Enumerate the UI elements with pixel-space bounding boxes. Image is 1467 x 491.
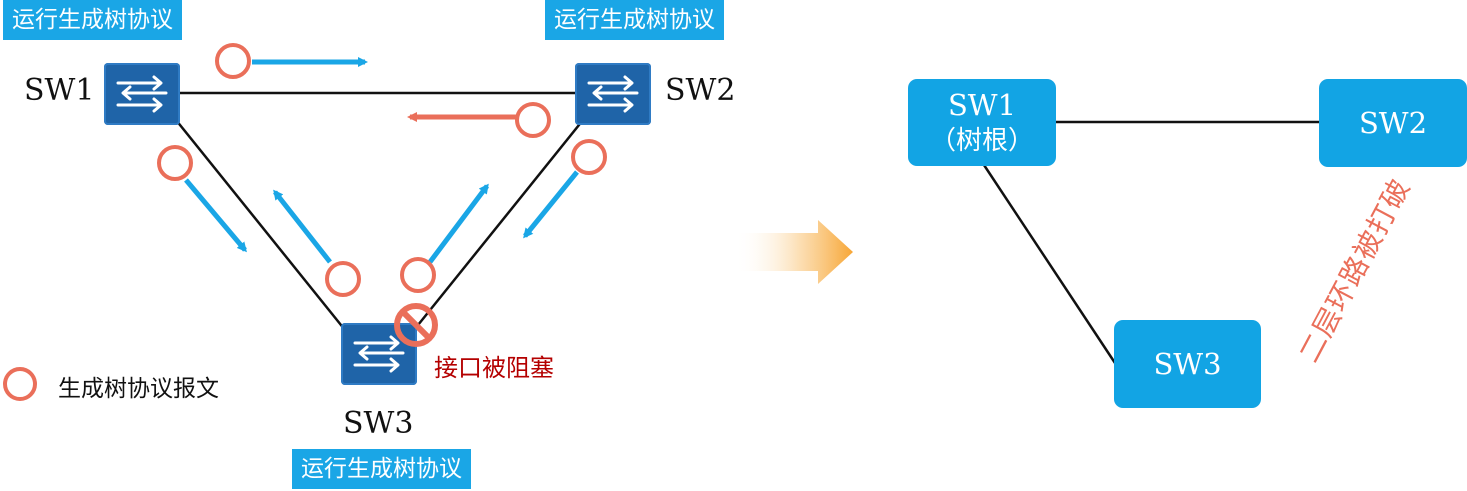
node-sw1-root-note: （树根） (929, 125, 1034, 156)
bpdu-circle-icon (215, 43, 251, 79)
transition-arrow-icon (735, 220, 853, 284)
node-sw1-label: SW1 (947, 87, 1017, 122)
switch-icon (104, 63, 180, 125)
bpdu-circle-icon (325, 261, 361, 297)
switch-icon (575, 63, 651, 125)
node-sw3: SW3 (1114, 320, 1261, 408)
bpdu-circle-icon (157, 145, 193, 181)
link-root-sw3 (982, 164, 1117, 364)
switch-label-sw2: SW2 (665, 73, 736, 108)
legend-circle-icon (3, 367, 37, 401)
node-sw2-label: SW2 (1358, 106, 1428, 140)
bpdu-arrow (273, 189, 332, 264)
node-sw2: SW2 (1319, 79, 1467, 167)
bpdu-arrow (523, 170, 579, 239)
switch-icon (341, 323, 417, 385)
blocked-icon (394, 303, 438, 347)
stp-tag-sw2: 运行生成树协议 (545, 0, 724, 40)
switch-label-sw1: SW1 (24, 73, 95, 108)
node-sw1-root: SW1 （树根） (908, 79, 1056, 166)
link-sw2-sw3 (413, 119, 584, 331)
bpdu-circle-icon (400, 257, 436, 293)
bpdu-arrow (184, 178, 247, 253)
blocked-label: 接口被阻塞 (434, 354, 554, 382)
stp-tag-sw3: 运行生成树协议 (292, 449, 471, 489)
switch-label-sw3: SW3 (343, 406, 414, 441)
stp-tag-sw1: 运行生成树协议 (3, 0, 182, 40)
bpdu-circle-icon (515, 102, 551, 138)
link-sw1-sw3 (175, 119, 346, 331)
legend-label: 生成树协议报文 (58, 376, 219, 402)
bpdu-circle-icon (571, 139, 607, 175)
bpdu-arrow (428, 183, 489, 264)
node-sw3-label: SW3 (1153, 347, 1222, 381)
